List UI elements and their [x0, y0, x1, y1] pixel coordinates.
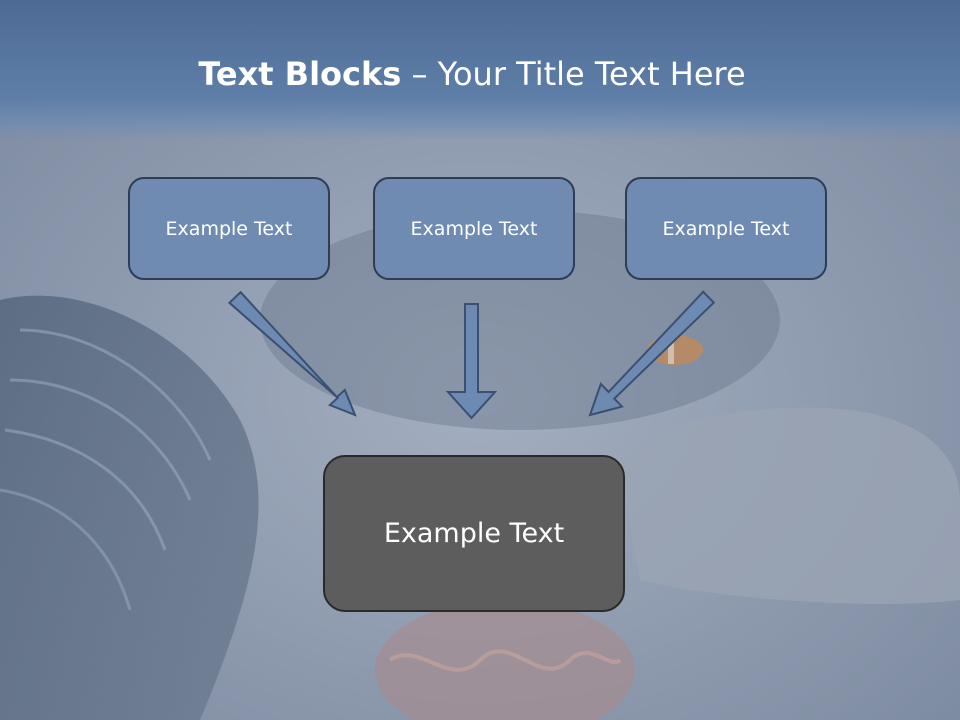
main-text-block-label: Example Text — [383, 518, 565, 549]
text-block-1[interactable]: Example Text — [128, 177, 330, 280]
text-block-1-label: Example Text — [165, 217, 293, 240]
text-block-2[interactable]: Example Text — [373, 177, 575, 280]
title-bold-part: Text Blocks — [198, 55, 402, 93]
title-dash: – — [401, 55, 438, 93]
text-block-3[interactable]: Example Text — [625, 177, 827, 280]
text-block-3-label: Example Text — [662, 217, 790, 240]
main-text-block[interactable]: Example Text — [323, 455, 625, 612]
slide-title: Text Blocks – Your Title Text Here — [0, 52, 944, 96]
text-block-2-label: Example Text — [410, 217, 538, 240]
title-band — [0, 0, 960, 140]
arrow-center-down — [445, 303, 498, 420]
arrow-left-diagonal — [227, 290, 357, 417]
title-rest-part: Your Title Text Here — [437, 55, 746, 93]
arrow-right-diagonal — [588, 290, 716, 417]
